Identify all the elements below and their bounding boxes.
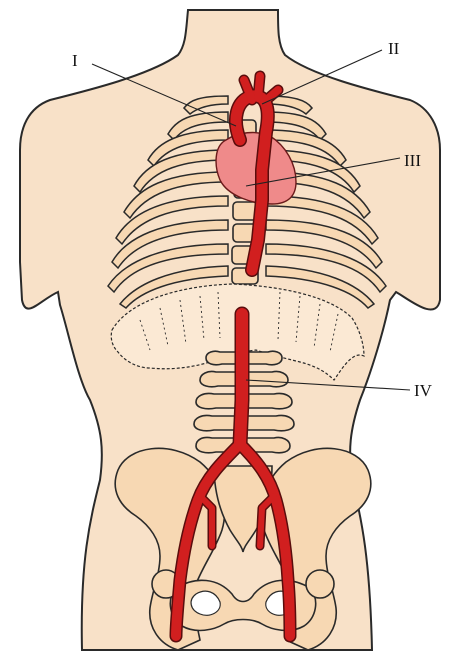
label-I: I <box>72 51 78 70</box>
label-III: III <box>404 151 421 170</box>
label-IV: IV <box>414 381 433 400</box>
label-II: II <box>388 39 400 58</box>
